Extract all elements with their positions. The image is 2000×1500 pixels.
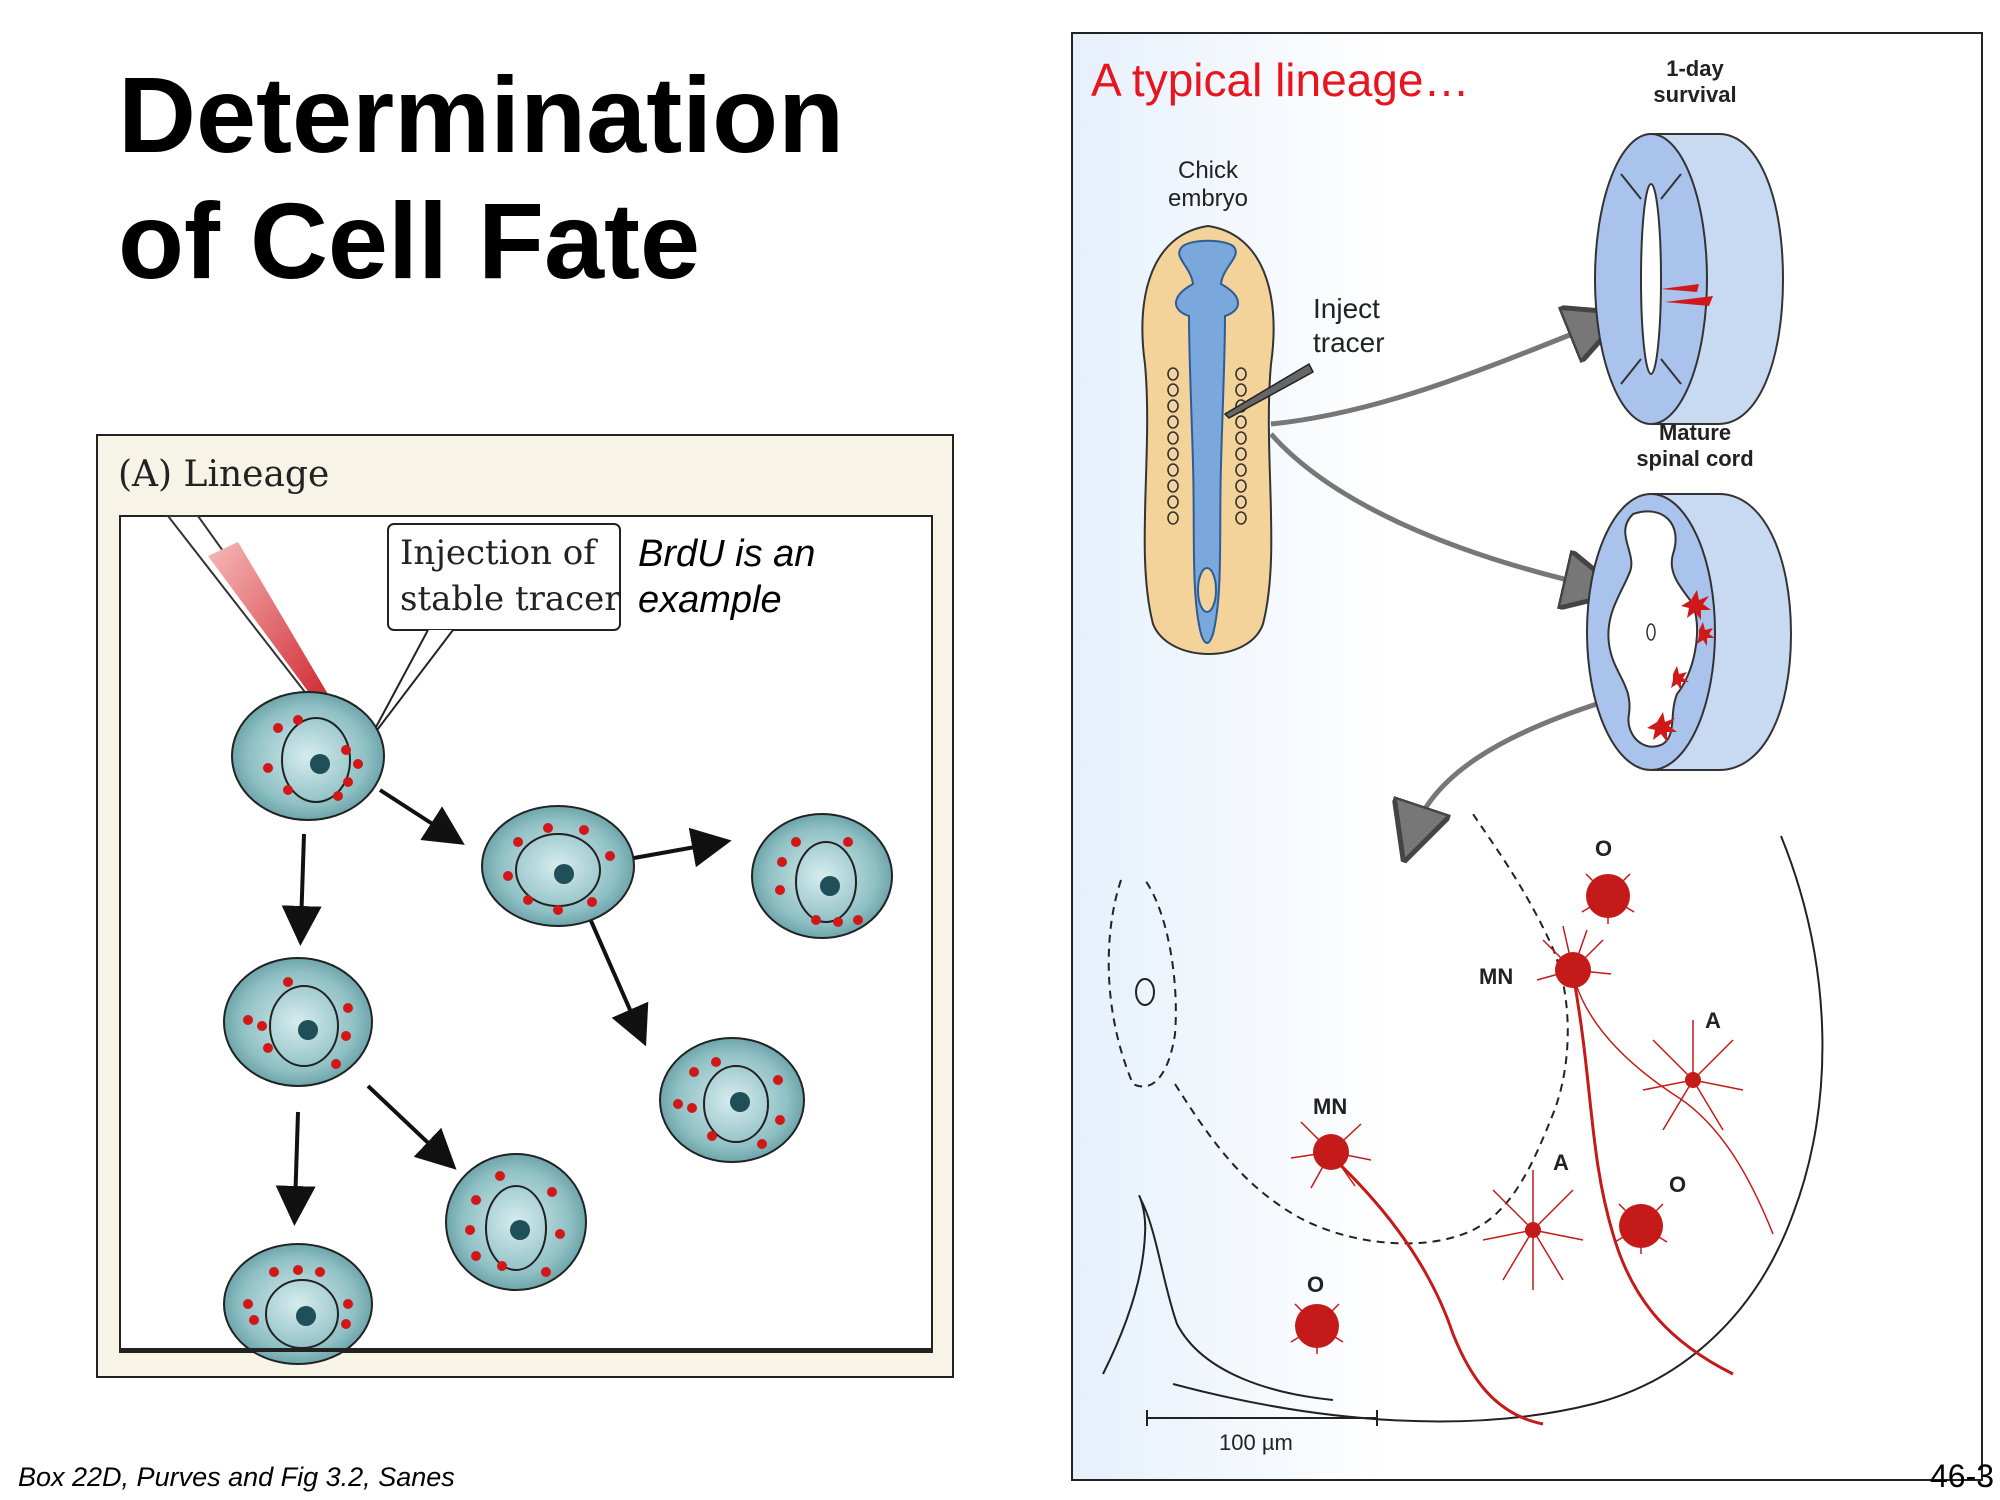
brdu-note-line-1: BrdU is an bbox=[638, 533, 815, 575]
title-line-2: of Cell Fate bbox=[118, 180, 701, 301]
slide-title: Determination of Cell Fate bbox=[118, 52, 844, 304]
title-line-1: Determination bbox=[118, 54, 845, 175]
daughter-cell bbox=[223, 957, 373, 1087]
cell-label-mn-1: MN bbox=[1479, 964, 1513, 989]
injection-needle-icon bbox=[1223, 362, 1314, 419]
enlarged-spinal-view bbox=[1102, 813, 1824, 1423]
typical-lineage-panel: A typical lineage… Chick embryo Inject t… bbox=[1071, 32, 1983, 1481]
tracer-callout: Injection of stable tracer bbox=[367, 523, 621, 743]
daughter-cell bbox=[445, 1153, 587, 1291]
callout-line-1: Injection of bbox=[400, 533, 598, 573]
citation: Box 22D, Purves and Fig 3.2, Sanes bbox=[18, 1462, 455, 1492]
lineage-panel: (A) Lineage Injection of stable tracer B… bbox=[96, 434, 954, 1378]
daughter-cell bbox=[659, 1037, 805, 1163]
mature-label-line-2: spinal cord bbox=[1636, 446, 1753, 471]
typical-lineage-heading: A typical lineage… bbox=[1091, 54, 1469, 106]
lineage-diagram: (A) Lineage Injection of stable tracer B… bbox=[118, 454, 933, 1365]
cell-label-o-3: O bbox=[1307, 1272, 1324, 1297]
lineage-arrows bbox=[275, 788, 732, 1226]
inject-label-line-2: tracer bbox=[1313, 327, 1385, 358]
callout-line-2: stable tracer bbox=[400, 579, 621, 619]
daughter-cell bbox=[223, 1243, 373, 1365]
one-day-section-illustration bbox=[1594, 133, 1785, 425]
cell-label-o-2: O bbox=[1669, 1172, 1686, 1197]
spinal-lineage-diagram: A typical lineage… Chick embryo Inject t… bbox=[1073, 34, 1981, 1479]
daughter-cell bbox=[751, 813, 893, 939]
page-number: 46-3 bbox=[1930, 1458, 1995, 1494]
daughter-cell bbox=[481, 805, 635, 927]
chick-embryo-illustration bbox=[1141, 224, 1314, 655]
brdu-note-line-2: example bbox=[638, 579, 782, 621]
embryo-label-line-1: Chick bbox=[1178, 157, 1239, 184]
scale-bar-label: 100 µm bbox=[1219, 1430, 1293, 1455]
labeled-neurons bbox=[1329, 973, 1774, 1426]
mature-cord-section-illustration bbox=[1586, 493, 1793, 771]
scale-bar bbox=[1146, 1410, 1378, 1426]
inject-label-line-1: Inject bbox=[1313, 293, 1380, 324]
embryo-label-line-2: embryo bbox=[1168, 185, 1248, 212]
lineage-heading: (A) Lineage bbox=[118, 454, 329, 495]
lineage-flow-arrows bbox=[1269, 324, 1603, 834]
mature-label-line-1: Mature bbox=[1659, 420, 1731, 445]
survival-label-line-2: survival bbox=[1653, 82, 1736, 107]
cell-label-a-2: A bbox=[1553, 1150, 1569, 1175]
cell-label-a-1: A bbox=[1705, 1008, 1721, 1033]
cell-processes bbox=[1290, 873, 1744, 1354]
cell-label-o-1: O bbox=[1595, 836, 1612, 861]
progenitor-cell bbox=[231, 691, 385, 821]
survival-label-line-1: 1-day bbox=[1666, 56, 1724, 81]
cell-label-mn-2: MN bbox=[1313, 1094, 1347, 1119]
